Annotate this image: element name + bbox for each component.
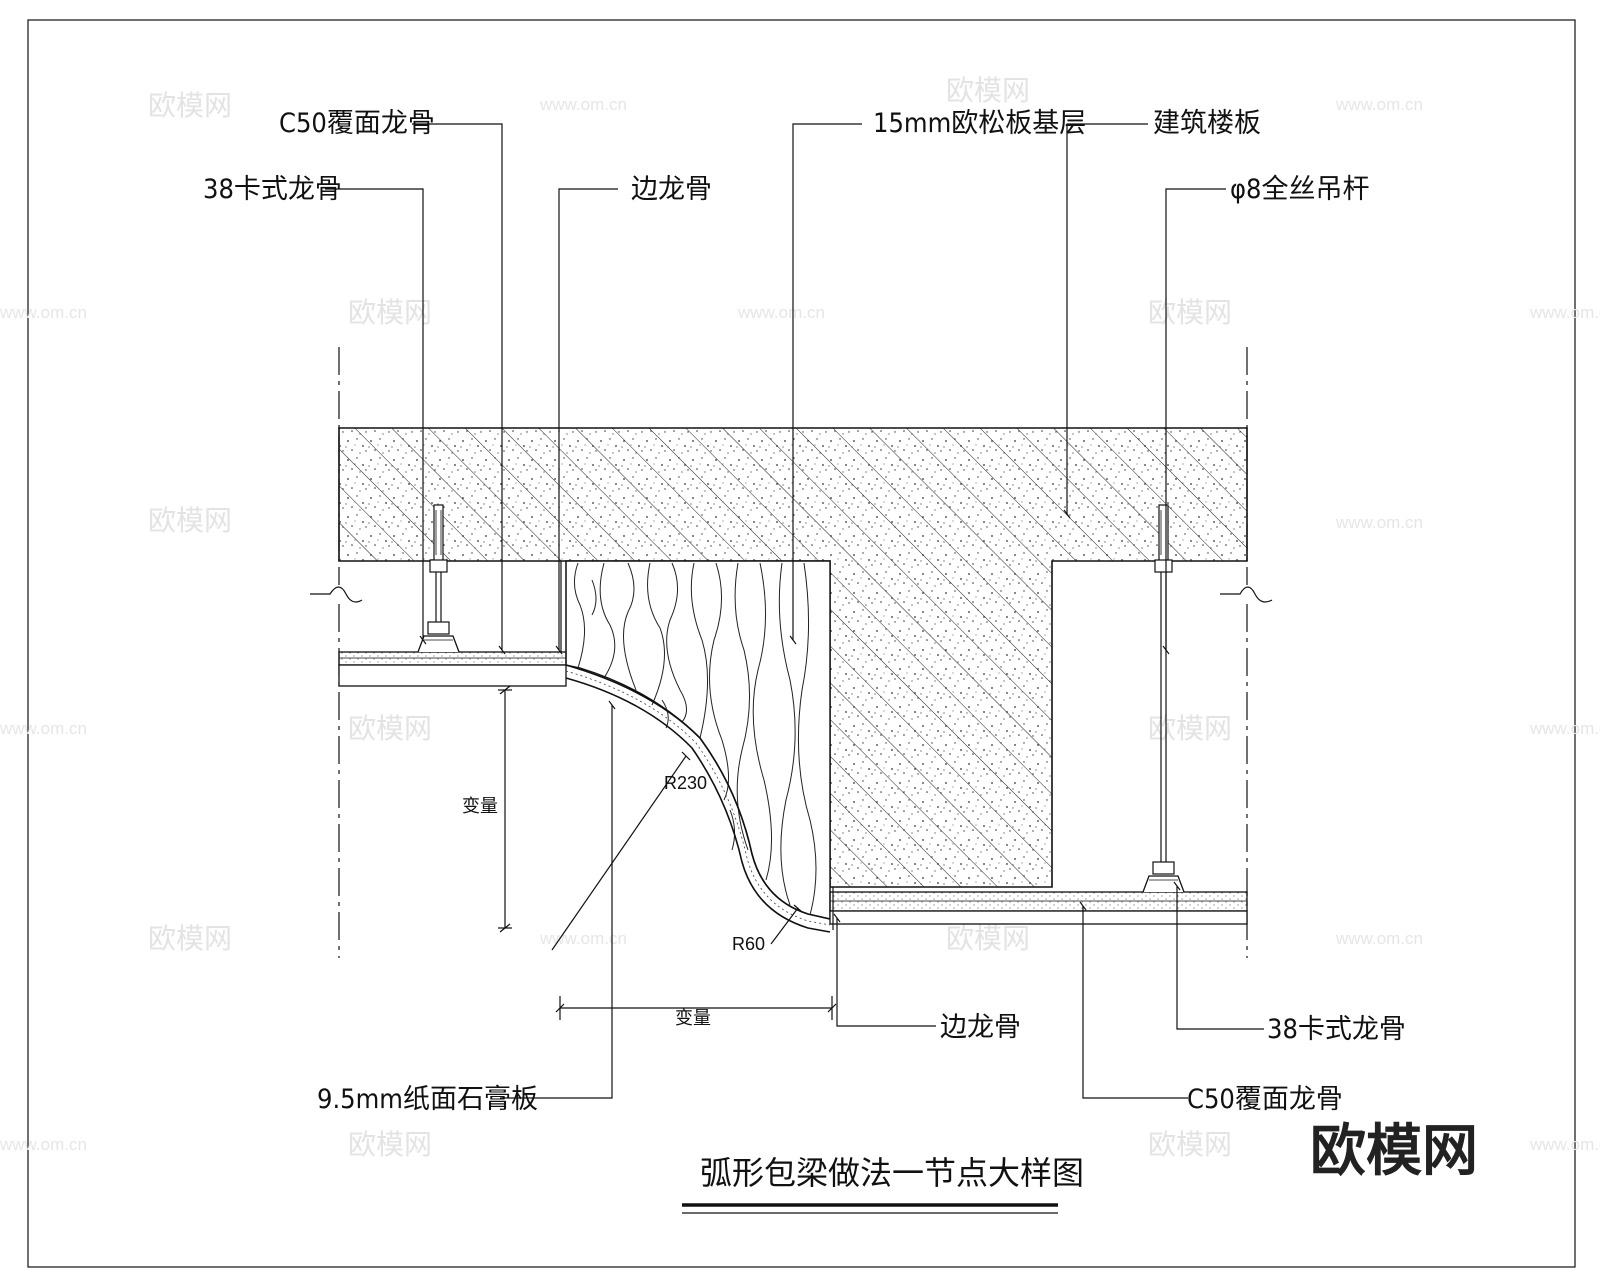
watermark-url: www.om.cn bbox=[737, 303, 825, 322]
watermark-url: www.om.cn bbox=[1335, 929, 1423, 948]
label-osb: 15mm欧松板基层 bbox=[873, 108, 1086, 139]
label-38-bottom: 38卡式龙骨 bbox=[1267, 1014, 1406, 1045]
edge-channels bbox=[560, 561, 834, 930]
watermark-url: www.om.cn bbox=[0, 303, 87, 322]
label-r230: R230 bbox=[664, 773, 707, 793]
watermark-text: 欧模网 bbox=[946, 922, 1030, 955]
watermark-url: www.om.cn bbox=[0, 719, 87, 738]
drawing-title: 弧形包梁做法一节点大样图 bbox=[700, 1154, 1084, 1192]
watermark-text: 欧模网 bbox=[1148, 1128, 1232, 1161]
watermark-text: 欧模网 bbox=[148, 89, 232, 122]
label-slab: 建筑楼板 bbox=[1153, 108, 1261, 139]
watermark-text: 欧模网 bbox=[348, 296, 432, 329]
label-edge-top: 边龙骨 bbox=[631, 174, 712, 205]
left-hanger-assembly bbox=[417, 504, 460, 653]
label-r60: R60 bbox=[732, 934, 765, 954]
left-gypsum-board bbox=[338, 651, 567, 687]
watermark-url: www.om.cn bbox=[539, 929, 627, 948]
watermark-text: 欧模网 bbox=[1148, 712, 1232, 745]
watermark-text: 欧模网 bbox=[148, 504, 232, 537]
watermark-text: 欧模网 bbox=[348, 712, 432, 745]
watermark-text: 欧模网 bbox=[348, 1128, 432, 1161]
brand-logo: 欧模网 bbox=[1310, 1119, 1478, 1184]
watermark-text: 欧模网 bbox=[148, 922, 232, 955]
watermark-text: 欧模网 bbox=[946, 74, 1030, 107]
watermark-url: www.om.cn bbox=[1529, 719, 1600, 738]
right-hanger-assembly bbox=[1142, 504, 1185, 893]
watermark-url: www.om.cn bbox=[1529, 303, 1600, 322]
watermark-layer: 欧模网 www.om.cn 欧模网 www.om.cn www.om.cn 欧模… bbox=[0, 74, 1600, 1161]
dimension-lines bbox=[498, 685, 837, 1020]
watermark-url: www.om.cn bbox=[1529, 1135, 1600, 1154]
label-gypsum: 9.5mm纸面石膏板 bbox=[317, 1084, 538, 1115]
watermark-text: 欧模网 bbox=[1148, 296, 1232, 329]
sheet-border bbox=[27, 19, 1576, 1268]
label-c50-bottom: C50覆面龙骨 bbox=[1187, 1084, 1343, 1115]
label-edge-bottom: 边龙骨 bbox=[940, 1012, 1021, 1043]
watermark-url: www.om.cn bbox=[539, 95, 627, 114]
osb-wood-filler bbox=[565, 560, 831, 920]
label-rod: φ8全丝吊杆 bbox=[1230, 174, 1369, 205]
leader-lines bbox=[325, 123, 1264, 1099]
watermark-url: www.om.cn bbox=[0, 1135, 87, 1154]
label-38-top: 38卡式龙骨 bbox=[203, 174, 342, 205]
watermark-url: www.om.cn bbox=[1335, 95, 1423, 114]
curved-gypsum-board bbox=[565, 664, 831, 933]
label-c50-top: C50覆面龙骨 bbox=[279, 108, 435, 139]
label-variable-horizontal: 变量 bbox=[675, 1008, 711, 1028]
concrete-slab-and-beam bbox=[338, 427, 1248, 888]
right-gypsum-board bbox=[829, 891, 1248, 925]
label-variable-vertical: 变量 bbox=[462, 796, 498, 816]
watermark-url: www.om.cn bbox=[1335, 513, 1423, 532]
